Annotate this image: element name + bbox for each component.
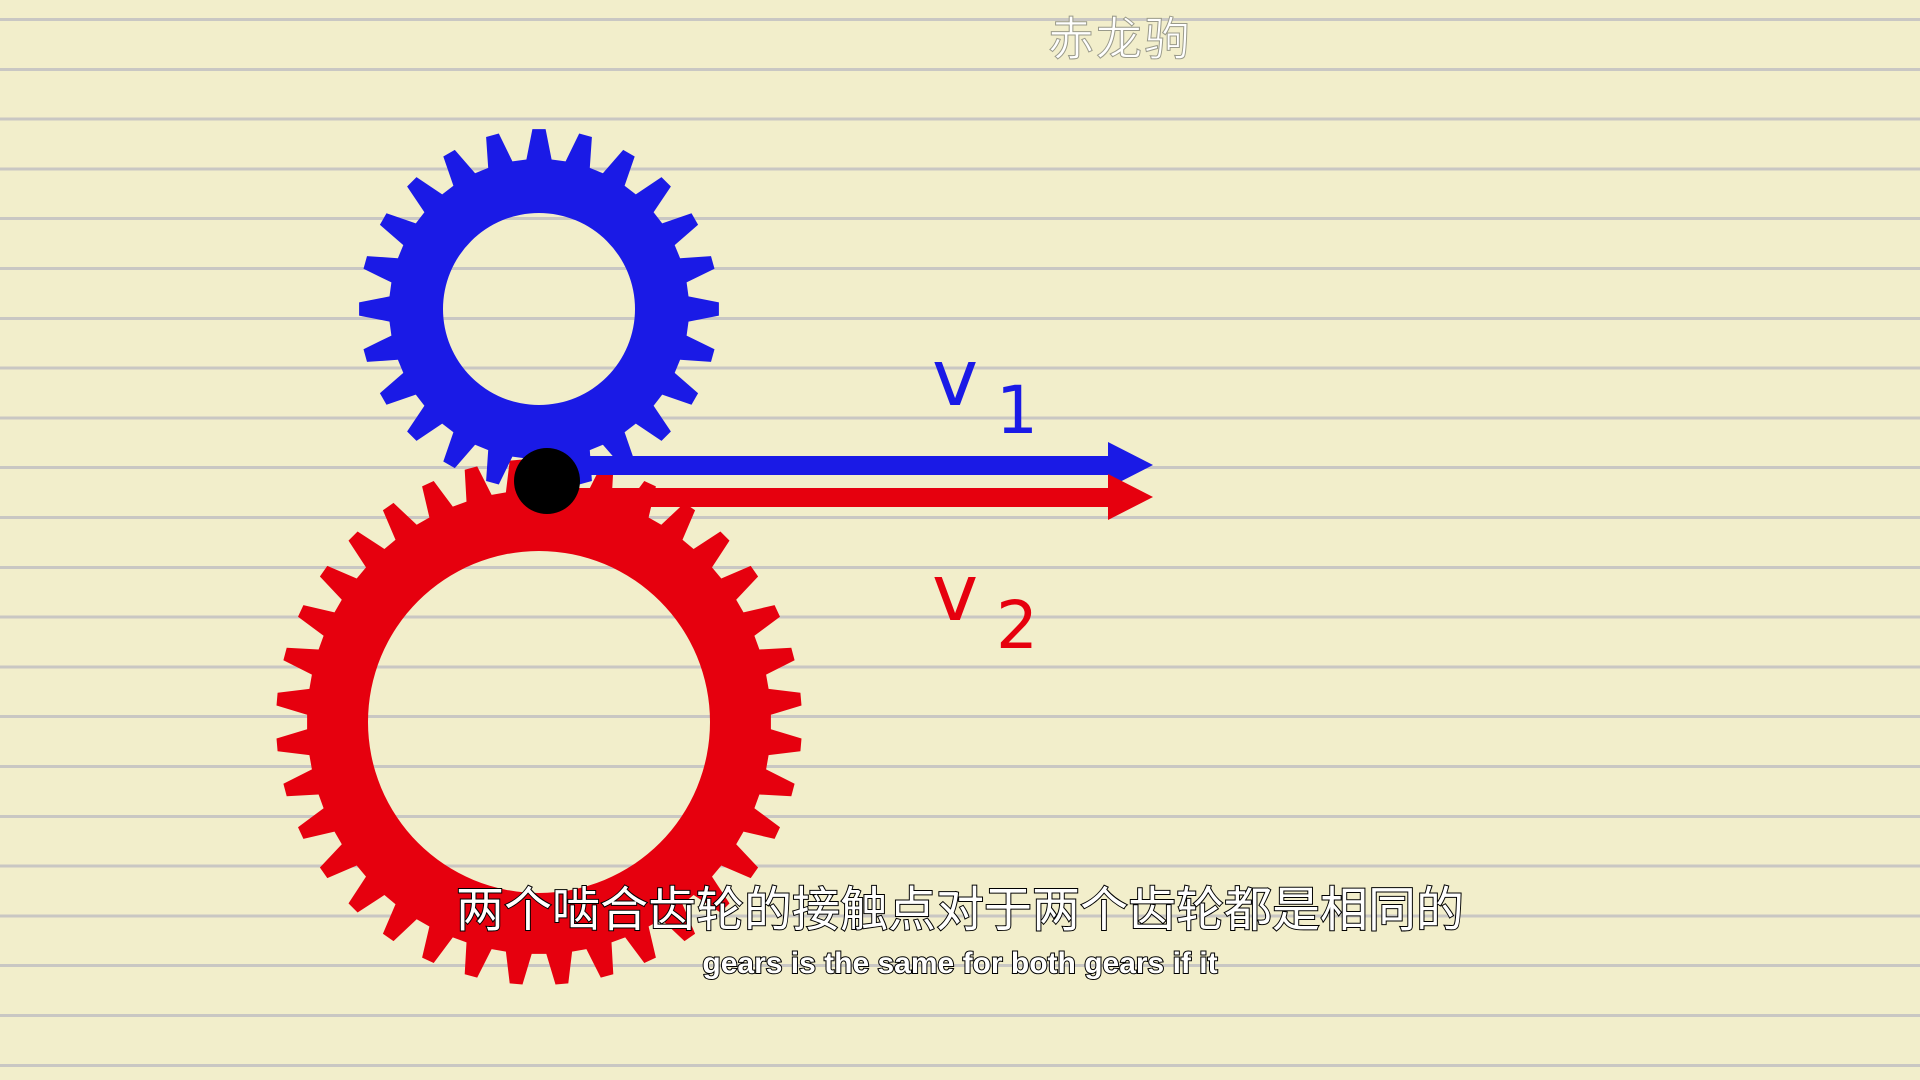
watermark: 赤龙驹 xyxy=(1048,12,1192,67)
subtitle-chinese: 两个啮合齿轮的接触点对于两个齿轮都是相同的 xyxy=(455,881,1465,939)
v2-symbol: v xyxy=(932,549,978,639)
v2-label: v 2 xyxy=(932,549,1038,664)
velocity-arrow-v1 xyxy=(576,442,1153,488)
v1-subscript: 1 xyxy=(996,372,1038,449)
large-red-gear xyxy=(276,459,802,985)
velocity-arrow-v2 xyxy=(576,474,1153,520)
v1-label: v 1 xyxy=(932,334,1038,449)
small-blue-gear xyxy=(359,129,719,489)
v1-symbol: v xyxy=(932,334,978,424)
v2-subscript: 2 xyxy=(996,587,1038,664)
contact-point xyxy=(514,448,580,514)
subtitle-english: gears is the same for both gears if it xyxy=(701,946,1218,981)
